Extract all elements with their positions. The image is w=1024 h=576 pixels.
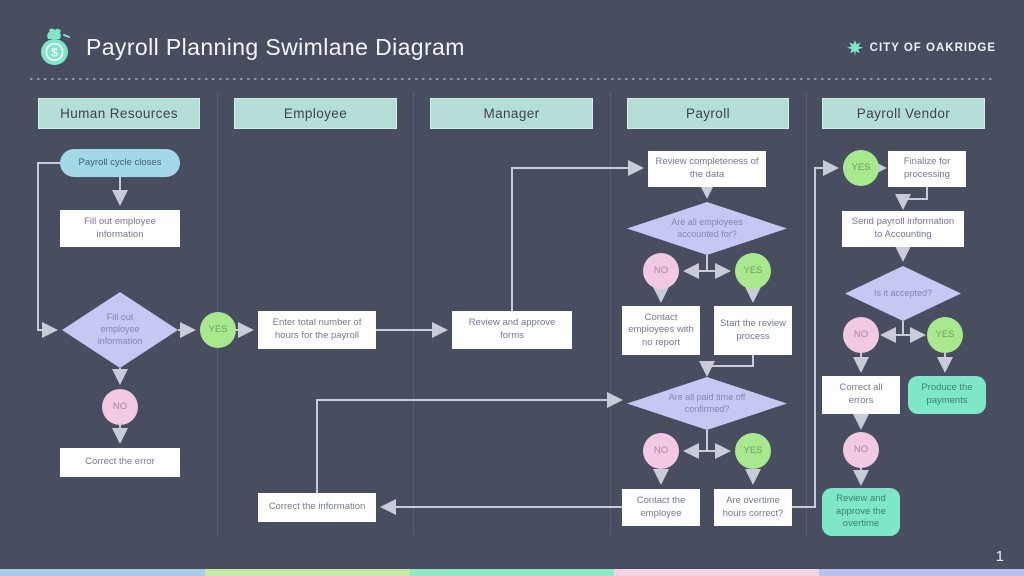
flow-node-are-overtime-hours-correct: Are overtime hours correct? — [714, 489, 792, 526]
flow-node-label: YES — [851, 161, 871, 173]
flow-node-yes-n4: YES — [200, 312, 236, 348]
flow-node-contact-employees-with-no-report: Contact employees with no report — [622, 306, 700, 355]
lane-header-payroll: Payroll — [627, 98, 789, 129]
org-badge: CITY OF OAKRIDGE — [846, 40, 996, 56]
flow-connector — [792, 160, 839, 508]
flow-node-label: NO — [653, 444, 669, 456]
lane-label: Employee — [283, 106, 348, 121]
flow-node-label: Fill out employee information — [84, 215, 156, 240]
org-name: CITY OF OAKRIDGE — [869, 42, 996, 54]
flow-node-label: Correct the information — [268, 501, 366, 513]
flow-connector — [316, 392, 623, 493]
page-number: 1 — [995, 548, 1004, 565]
flow-node-payroll-cycle-closes: Payroll cycle closes — [60, 149, 180, 177]
flow-node-finalize-for-processing: Finalize for processing — [888, 151, 966, 187]
leaf-icon — [846, 40, 863, 56]
flow-node-label: Review and approve forms — [468, 317, 556, 341]
flow-node-fill-out-employee-information: Fill out employee information — [60, 210, 180, 247]
flow-node-label: YES — [743, 444, 763, 456]
flow-node-label: Contact the employee — [636, 494, 686, 519]
header-divider — [30, 78, 994, 80]
page-title: Payroll Planning Swimlane Diagram — [86, 33, 465, 60]
flow-node-contact-the-employee: Contact the employee — [622, 489, 700, 526]
flow-node-enter-total-number-of-hours-for-the-payroll: Enter total number of hours for the payr… — [258, 311, 376, 349]
flow-node-send-payroll-information-to-accounting: Send payroll information to Accounting — [842, 211, 964, 247]
flow-node-start-the-review-process: Start the review process — [714, 306, 792, 355]
flow-connector — [37, 162, 60, 338]
lane-label: Payroll Vendor — [856, 106, 951, 121]
flow-node-label: Fill out employee information — [97, 312, 143, 346]
flow-node-no-n12: NO — [643, 253, 679, 289]
footer-stripe-segment — [614, 569, 820, 576]
flow-node-label: Contact employees with no report — [628, 311, 694, 348]
lane-label: Payroll — [685, 106, 731, 121]
flow-node-label: Is it accepted? — [873, 287, 933, 298]
flow-node-yes-n26: YES — [927, 317, 963, 353]
flow-node-label: Send payroll information to Accounting — [851, 216, 955, 240]
flow-node-review-and-approve-forms: Review and approve forms — [452, 311, 572, 349]
lane-header-payroll-vendor: Payroll Vendor — [822, 98, 985, 129]
footer-stripe-segment — [204, 569, 410, 576]
flow-connector — [511, 160, 644, 311]
footer-stripe — [0, 569, 1024, 576]
header: $ Payroll Planning Swimlane Diagram — [36, 26, 465, 68]
flow-connector — [895, 187, 928, 210]
flow-node-label: Are all paid time off confirmed? — [668, 391, 746, 414]
svg-text:$: $ — [51, 46, 58, 60]
flow-node-label: Review and approve the overtime — [835, 493, 887, 530]
flow-node-review-and-approve-the-overtime: Review and approve the overtime — [822, 488, 900, 536]
flow-node-label: Finalize for processing — [903, 156, 951, 180]
flow-node-no-n5: NO — [102, 389, 138, 425]
flow-node-correct-the-information: Correct the information — [258, 493, 376, 522]
lane-header-human-resources: Human Resources — [38, 98, 200, 129]
flow-node-label: YES — [743, 264, 763, 276]
footer-stripe-segment — [819, 569, 1024, 576]
lane-divider — [413, 92, 414, 535]
flow-node-review-completeness-of-the-data: Review completeness of the data — [648, 151, 766, 187]
flow-node-no-n25: NO — [843, 317, 879, 353]
flow-node-correct-the-error: Correct the error — [60, 448, 180, 477]
flow-node-label: Correct all errors — [839, 382, 883, 406]
flow-node-label: Start the review process — [720, 317, 786, 342]
flow-connector — [683, 255, 708, 279]
footer-stripe-segment — [0, 569, 205, 576]
flow-node-label: YES — [935, 328, 955, 340]
footer-stripe-segment — [409, 569, 615, 576]
lane-label: Manager — [483, 106, 540, 121]
flow-node-produce-the-payments: Produce the payments — [908, 376, 986, 414]
flow-node-label: Are all employees accounted for? — [671, 216, 743, 239]
flow-node-label: NO — [112, 400, 128, 412]
flow-node-yes-n21: YES — [843, 150, 879, 186]
lane-divider — [610, 92, 611, 535]
flow-connector — [683, 430, 708, 459]
flow-node-label: NO — [853, 443, 869, 455]
flow-node-label: Enter total number of hours for the payr… — [272, 317, 362, 341]
lane-header-employee: Employee — [234, 98, 397, 129]
flow-node-no-n17: NO — [643, 433, 679, 469]
flow-connector — [880, 321, 904, 343]
flow-node-label: NO — [853, 328, 869, 340]
flow-node-label: Correct the error — [85, 456, 155, 468]
flow-node-label: Are overtime hours correct? — [722, 494, 784, 519]
flow-node-yes-n13: YES — [735, 253, 771, 289]
lane-header-manager: Manager — [430, 98, 593, 129]
lane-label: Human Resources — [60, 106, 178, 121]
flow-node-yes-n18: YES — [735, 433, 771, 469]
flow-connector — [699, 355, 754, 377]
flow-node-correct-all-errors: Correct all errors — [822, 376, 900, 414]
lane-divider — [806, 92, 807, 535]
money-bag-icon: $ — [41, 28, 70, 65]
flow-node-label: Produce the payments — [921, 382, 973, 406]
flow-node-label: YES — [208, 323, 228, 335]
flow-node-label: NO — [653, 264, 669, 276]
flow-node-label: Review completeness of the data — [655, 156, 759, 180]
flow-node-label: Payroll cycle closes — [78, 156, 162, 168]
flow-node-no-n29: NO — [843, 432, 879, 468]
